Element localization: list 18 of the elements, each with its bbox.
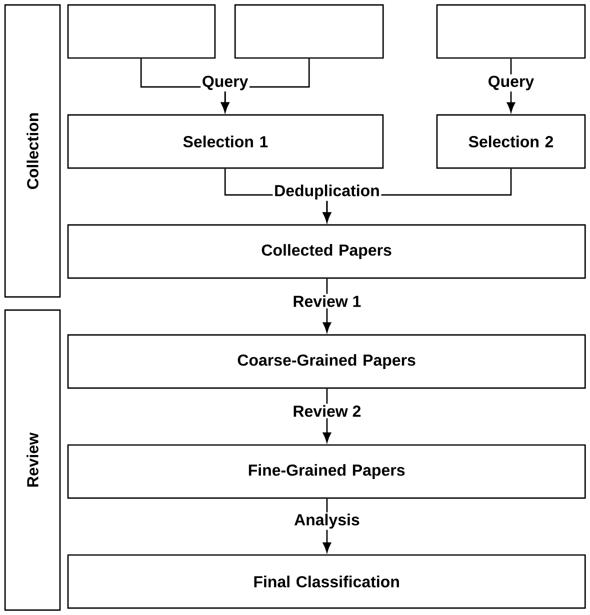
source-box xyxy=(234,4,384,59)
stage-band: Review xyxy=(4,309,61,611)
edge-label: Query xyxy=(200,74,250,92)
edge-label: Review 1 xyxy=(291,294,363,308)
source-box xyxy=(67,4,216,59)
edge-label: Query xyxy=(486,74,536,92)
process-box: Fine-Grained Papers xyxy=(67,444,586,499)
process-box: Selection 1 xyxy=(67,114,384,169)
source-box xyxy=(436,4,586,59)
process-box: Final Classification xyxy=(67,554,586,609)
edge-label: Review 2 xyxy=(291,404,363,418)
edge-label: Deduplication xyxy=(272,183,382,201)
edge-label: Analysis xyxy=(292,512,362,530)
process-box: Selection 2 xyxy=(436,114,586,169)
arrow xyxy=(322,388,332,442)
stage-band: Collection xyxy=(4,4,61,298)
process-box: Coarse-Grained Papers xyxy=(67,334,586,389)
process-box: Collected Papers xyxy=(67,224,586,279)
